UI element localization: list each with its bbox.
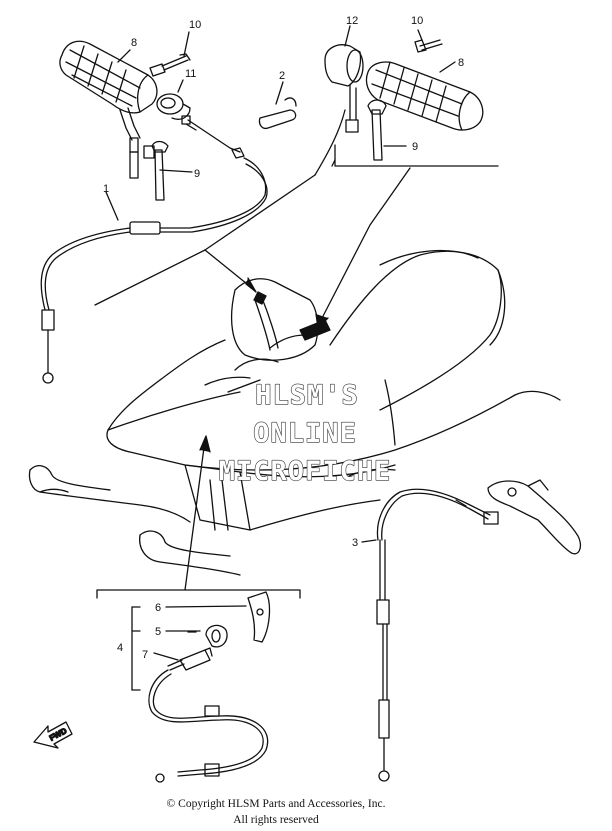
- guide-lines: [227, 109, 396, 446]
- fwd-arrow-icon: FWD: [33, 721, 73, 749]
- callout-adjuster-assy: 4: [117, 642, 123, 654]
- throttle-cable: [40, 157, 268, 384]
- copyright-notice: © Copyright HLSM Parts and Accessories, …: [0, 796, 612, 828]
- callout-right-bolt: 10: [411, 15, 423, 27]
- snowmobile-outline: [28, 249, 561, 576]
- callout-left-bolt: 10: [189, 19, 201, 31]
- callout-nut: 5: [155, 626, 161, 638]
- copyright-line-1: © Copyright HLSM Parts and Accessories, …: [166, 798, 386, 810]
- watermark-line-3: MICROFICHE: [219, 456, 392, 487]
- callout-right-band: 9: [412, 141, 418, 153]
- right-grip-detail: [315, 39, 499, 329]
- handlebar-on-machine: [253, 291, 331, 351]
- callout-adjuster-bolt: 7: [142, 649, 148, 661]
- callout-clip: 2: [279, 70, 285, 82]
- callout-lever-bracket: 6: [155, 602, 161, 614]
- watermark-line-1: HLSM'S: [255, 380, 359, 411]
- callout-left-collar: 11: [185, 68, 196, 80]
- callout-right-cap: 12: [346, 15, 358, 27]
- watermark-line-2: ONLINE: [253, 418, 357, 449]
- callout-brake-cable: 3: [352, 537, 358, 549]
- callout-left-grip: 8: [131, 37, 137, 49]
- callout-left-band: 9: [194, 168, 200, 180]
- brake-cable-and-lever: [376, 479, 582, 782]
- callout-leaders: [105, 25, 456, 543]
- callout-throttle-cable: 1: [103, 183, 109, 195]
- copyright-line-2: All rights reserved: [233, 814, 319, 826]
- callout-numbers: 8 10 11 2 9 1 12 10 8 9 3 6 5 4 7: [103, 15, 464, 661]
- callout-right-grip: 8: [458, 57, 464, 69]
- watermark: HLSM'S ONLINE MICROFICHE: [218, 379, 392, 487]
- left-grip-detail: [59, 40, 316, 306]
- lever-detail: [96, 435, 301, 783]
